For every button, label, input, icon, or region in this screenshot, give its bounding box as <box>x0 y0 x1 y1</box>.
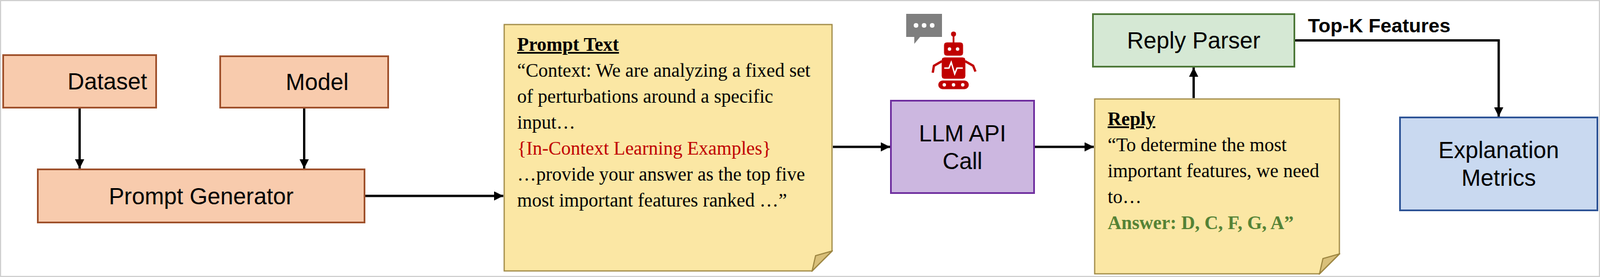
process-box: LLM API Call <box>890 99 1035 194</box>
node-title: LLM API Call <box>901 119 1024 175</box>
wheel <box>942 83 947 87</box>
robot-icon <box>932 31 976 89</box>
speech-bubble-icon <box>906 13 942 44</box>
node-text: Answer: D, C, F, G, A” <box>1107 210 1326 237</box>
robot-eye <box>947 47 952 51</box>
node-title: Reply Parser <box>1126 26 1261 55</box>
antenna-tip <box>951 31 956 37</box>
robot-arm <box>965 61 976 72</box>
note-body <box>1094 99 1340 275</box>
robot-arm <box>932 61 942 73</box>
model-box: Model <box>219 55 390 109</box>
wheel <box>951 83 956 87</box>
node-title: Prompt Text <box>517 31 818 58</box>
robot-body <box>941 57 966 79</box>
note-fold <box>1319 253 1340 275</box>
process-box: Reply Parser <box>1092 13 1296 68</box>
node-text: {In-Context Learning Examples} <box>517 135 818 162</box>
node-text: “To determine the most important feature… <box>1107 132 1326 211</box>
node-title: Explanation Metrics <box>1410 136 1588 192</box>
node-text: “Context: We are analyzing a fixed set o… <box>517 57 818 136</box>
bubble-dot <box>921 23 927 28</box>
bubble-dot <box>913 23 919 28</box>
heartbeat <box>944 62 963 74</box>
reply-note: Reply“To determine the most important fe… <box>1093 98 1341 275</box>
connector-arrow <box>1034 146 1094 149</box>
connector-arrow <box>303 108 306 169</box>
robot-eye <box>955 47 960 51</box>
bubble-dot <box>929 23 935 28</box>
robot-head <box>944 42 963 56</box>
note-body <box>504 24 833 272</box>
process-box: Explanation Metrics <box>1399 116 1599 212</box>
data-source-box: Dataset <box>2 54 157 109</box>
robot-base <box>938 80 969 89</box>
edge-label: Top-K Features <box>1305 14 1453 37</box>
connector-arrow <box>365 195 504 198</box>
node-title: Prompt Generator <box>108 182 294 211</box>
node-title: Model <box>285 68 349 96</box>
node-title: Reply <box>1107 106 1326 133</box>
prompt-note: Prompt Text“Context: We are analyzing a … <box>503 23 833 272</box>
note-fold <box>812 251 833 272</box>
bubble <box>906 13 942 44</box>
connector-arrow <box>832 146 891 149</box>
node-title: Dataset <box>67 67 148 96</box>
process-box: Prompt Generator <box>36 168 366 224</box>
node-text: …provide your answer as the top five mos… <box>517 161 818 214</box>
connector-arrow <box>78 108 81 169</box>
wheel <box>961 83 965 87</box>
connector-arrow <box>1192 67 1195 99</box>
